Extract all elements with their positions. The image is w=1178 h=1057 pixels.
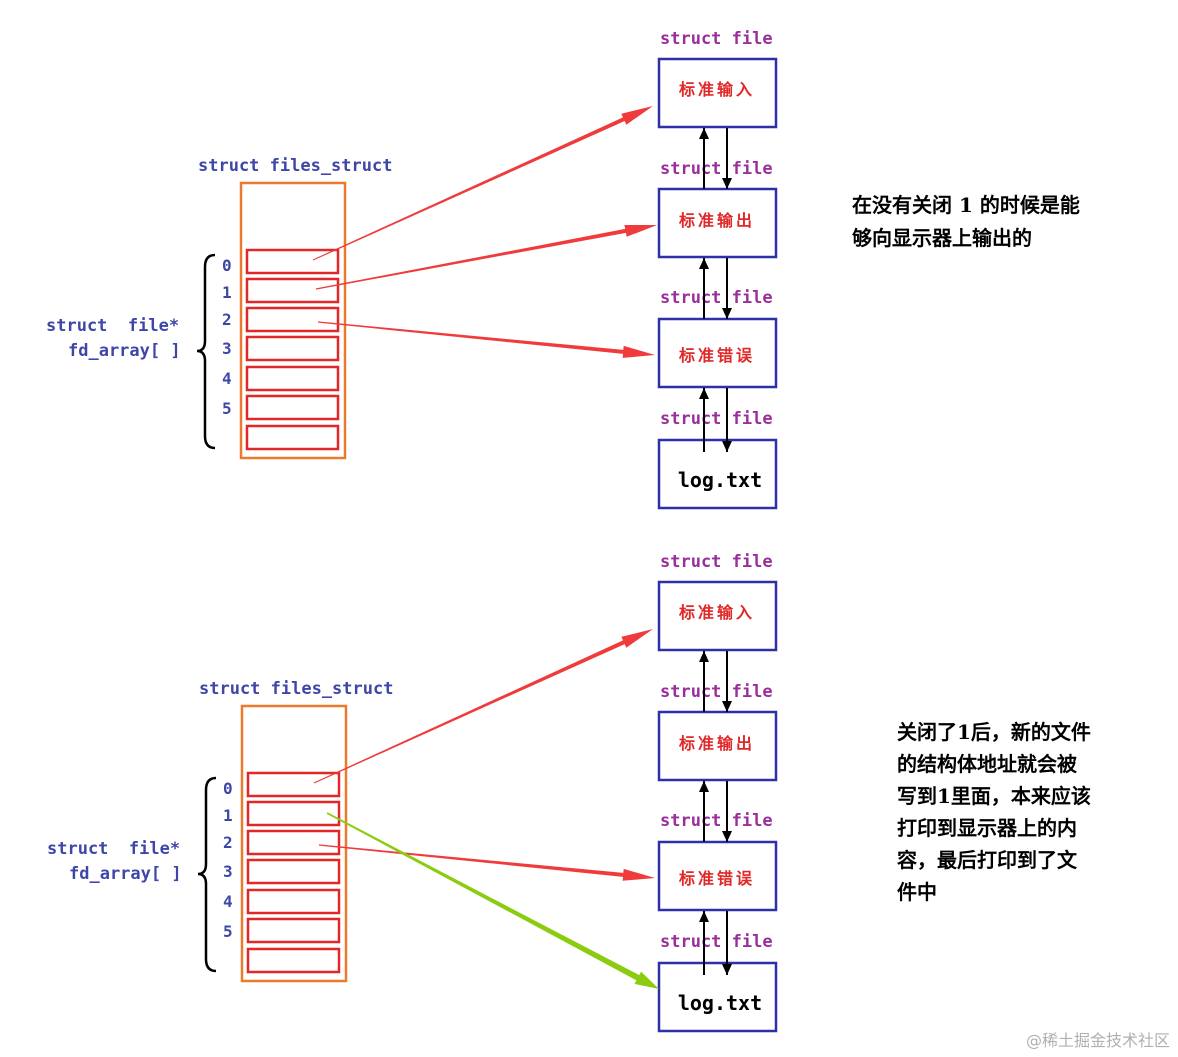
- next-link-arrow-head: [722, 178, 732, 189]
- prev-link-arrow-head: [699, 781, 709, 792]
- fd-slot: [245, 394, 340, 421]
- next-link-arrow-head: [722, 441, 732, 452]
- bottom-section: struct files_struct 0 1 2 3 4 5 struct file* fd_…: [47, 552, 778, 1033]
- fd-slot: [246, 917, 341, 944]
- struct-file-name: 标准错误: [678, 869, 755, 888]
- brace: [196, 253, 216, 450]
- fd-array-type-label: struct file*: [47, 839, 180, 859]
- fd-slot: [246, 829, 341, 856]
- bottom-note-line: 打印到显示器上的内: [897, 816, 1077, 840]
- struct-file-box: [657, 961, 778, 1033]
- fd-slot: [245, 277, 340, 304]
- files-struct-label: struct files_struct: [198, 156, 392, 176]
- fd-slot: [245, 424, 340, 451]
- bottom-note-line: 件中: [897, 880, 937, 904]
- fd-slot: [246, 771, 341, 798]
- struct-file-box: [657, 438, 778, 510]
- struct-file-name: 标准输入: [678, 603, 755, 622]
- fd-index: 1: [222, 283, 232, 302]
- struct-file-box: [657, 57, 778, 129]
- top-note-line: 在没有关闭 1 的时候是能: [852, 193, 1080, 217]
- prev-link-arrow-head: [699, 128, 709, 139]
- fd-array-name-label: fd_array[ ]: [69, 864, 182, 884]
- next-link-arrow-head: [722, 831, 732, 842]
- bottom-note-line: 的结构体地址就会被: [897, 752, 1078, 776]
- struct-file-label: struct file: [660, 811, 773, 831]
- fd-index: 0: [223, 779, 233, 798]
- fd-index: 2: [223, 833, 233, 852]
- fd-index: 4: [222, 369, 232, 388]
- files-struct-box: [240, 704, 348, 983]
- prev-link-arrow-head: [699, 911, 709, 922]
- struct-file-name: log.txt: [678, 991, 762, 1015]
- prev-link-arrow-head: [699, 651, 709, 662]
- fd-array-type-label: struct file*: [46, 316, 179, 336]
- fd-slot: [245, 306, 340, 333]
- bottom-note-line: 容，最后打印到了文: [897, 848, 1078, 872]
- struct-file-box: [657, 710, 778, 782]
- fd-slot: [246, 858, 341, 885]
- fd-index: 0: [222, 256, 232, 275]
- struct-file-label: struct file: [660, 932, 773, 952]
- prev-link-arrow-head: [699, 258, 709, 269]
- fd-slot: [246, 800, 341, 827]
- watermark: @稀土掘金技术社区: [1026, 1031, 1170, 1050]
- fd-slot: [246, 947, 341, 974]
- fd-index: 3: [223, 862, 233, 881]
- files-struct-label: struct files_struct: [199, 679, 393, 699]
- fd-index: 1: [223, 806, 233, 825]
- struct-file-name: 标准输入: [678, 80, 755, 99]
- fd-index: 2: [222, 310, 232, 329]
- fd1-pointer-arrow: [315, 225, 657, 290]
- struct-file-name: 标准输出: [678, 211, 755, 230]
- fd-slot: [245, 248, 340, 275]
- files-struct-box: [239, 181, 347, 460]
- fd-index: 5: [223, 922, 233, 941]
- fd-index: 4: [223, 892, 233, 911]
- brace: [197, 776, 217, 973]
- fd2-pointer-arrow: [317, 321, 655, 358]
- fd-index: 5: [222, 399, 232, 418]
- fd2-pointer-arrow: [318, 844, 655, 881]
- next-link-arrow-head: [722, 308, 732, 319]
- struct-file-label: struct file: [660, 288, 773, 308]
- top-section: struct files_struct 0 1 2 3 4 5 struct file* fd_…: [46, 29, 778, 510]
- bottom-note-line: 关闭了1后，新的文件: [897, 720, 1091, 744]
- struct-file-box: [657, 187, 778, 259]
- struct-file-name: log.txt: [678, 468, 762, 492]
- fd-array-name-label: fd_array[ ]: [68, 341, 181, 361]
- struct-file-label: struct file: [660, 682, 773, 702]
- struct-file-box: [657, 580, 778, 652]
- struct-file-label: struct file: [660, 552, 773, 572]
- struct-file-label: struct file: [660, 159, 773, 179]
- bottom-note-line: 写到1里面，本来应该: [897, 784, 1091, 808]
- top-note-line: 够向显示器上输出的: [852, 226, 1032, 250]
- struct-file-box: [657, 840, 778, 912]
- next-link-arrow-head: [722, 701, 732, 712]
- fd-slot: [245, 335, 340, 362]
- fd-slot: [245, 365, 340, 392]
- struct-file-label: struct file: [660, 29, 773, 49]
- fd1-to-log-arrow: [326, 812, 659, 989]
- next-link-arrow-head: [722, 964, 732, 975]
- struct-file-name: 标准输出: [678, 734, 755, 753]
- fd0-pointer-arrow: [312, 106, 653, 261]
- struct-file-name: 标准错误: [678, 346, 755, 365]
- struct-file-label: struct file: [660, 409, 773, 429]
- fd-slot: [246, 888, 341, 915]
- prev-link-arrow-head: [699, 388, 709, 399]
- fd0-pointer-arrow: [313, 629, 653, 784]
- fd-index: 3: [222, 339, 232, 358]
- struct-file-box: [657, 317, 778, 389]
